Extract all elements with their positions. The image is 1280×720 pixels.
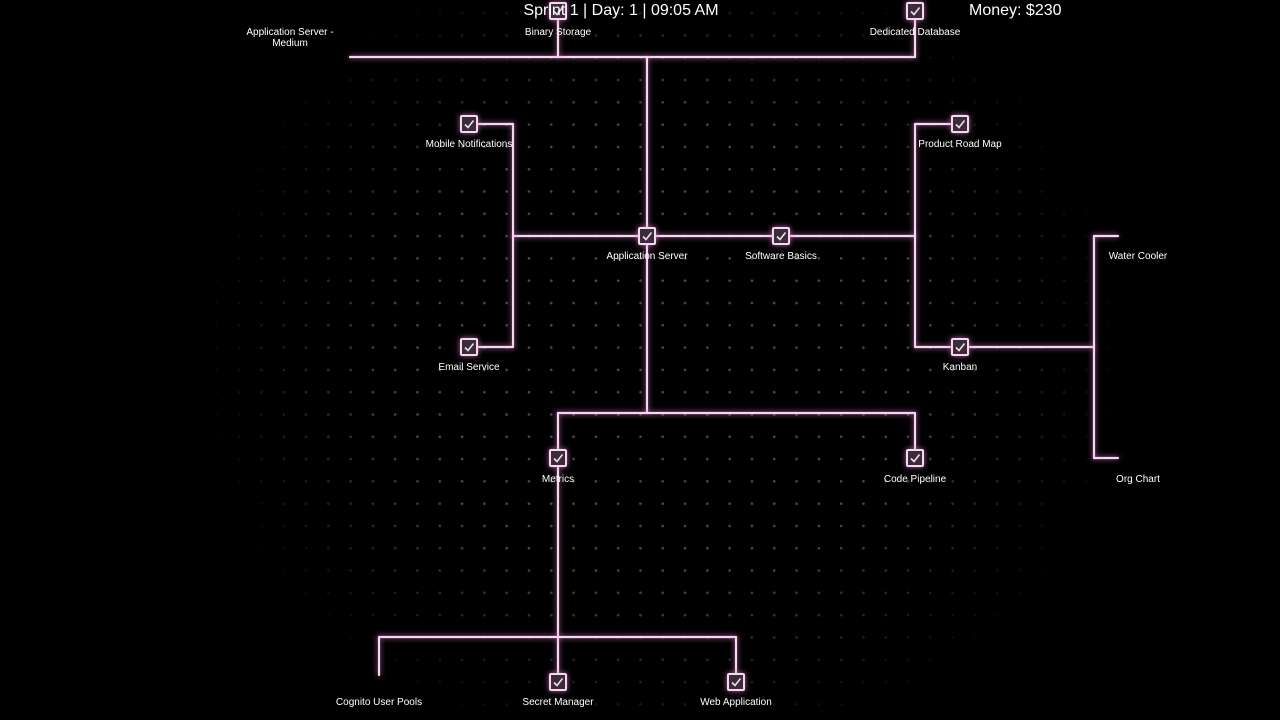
node-secret-manager[interactable]	[549, 673, 567, 691]
node-label-application-server-medium[interactable]: Application Server - Medium	[246, 27, 334, 49]
node-binary-storage[interactable]	[549, 2, 567, 20]
check-icon	[955, 120, 966, 129]
node-label-secret-manager[interactable]: Secret Manager	[522, 697, 594, 708]
check-icon	[776, 232, 787, 241]
check-icon	[464, 343, 475, 352]
check-icon	[553, 7, 564, 16]
node-kanban[interactable]	[951, 338, 969, 356]
check-icon	[910, 7, 921, 16]
node-web-application[interactable]	[727, 673, 745, 691]
node-label-cognito-user-pools[interactable]: Cognito User Pools	[335, 697, 423, 708]
node-label-metrics[interactable]: Metrics	[541, 474, 575, 485]
node-label-dedicated-database[interactable]: Dedicated Database	[869, 27, 961, 38]
node-software-basics[interactable]	[772, 227, 790, 245]
check-icon	[731, 678, 742, 687]
check-icon	[910, 454, 921, 463]
node-label-web-application[interactable]: Web Application	[700, 697, 772, 708]
node-label-water-cooler[interactable]: Water Cooler	[1108, 251, 1168, 262]
check-icon	[553, 678, 564, 687]
node-email-service[interactable]	[460, 338, 478, 356]
sprint-day-time-readout: Sprint 1 | Day: 1 | 09:05 AM	[523, 2, 719, 19]
node-label-binary-storage[interactable]: Binary Storage	[524, 27, 592, 38]
node-mobile-notifications[interactable]	[460, 115, 478, 133]
check-icon	[642, 232, 653, 241]
node-label-mobile-notifications[interactable]: Mobile Notifications	[425, 139, 513, 150]
check-icon	[553, 454, 564, 463]
node-label-product-road-map[interactable]: Product Road Map	[918, 139, 1002, 150]
check-icon	[955, 343, 966, 352]
node-label-email-service[interactable]: Email Service	[438, 362, 500, 373]
node-application-server[interactable]	[638, 227, 656, 245]
check-icon	[464, 120, 475, 129]
node-dedicated-database[interactable]	[906, 2, 924, 20]
node-label-kanban[interactable]: Kanban	[942, 362, 978, 373]
node-label-application-server[interactable]: Application Server	[606, 251, 688, 262]
node-code-pipeline[interactable]	[906, 449, 924, 467]
node-label-software-basics[interactable]: Software Basics	[745, 251, 817, 262]
node-product-road-map[interactable]	[951, 115, 969, 133]
money-readout: Money: $230	[969, 2, 1062, 19]
node-metrics[interactable]	[549, 449, 567, 467]
node-label-code-pipeline[interactable]: Code Pipeline	[883, 474, 947, 485]
node-label-org-chart[interactable]: Org Chart	[1116, 474, 1160, 485]
